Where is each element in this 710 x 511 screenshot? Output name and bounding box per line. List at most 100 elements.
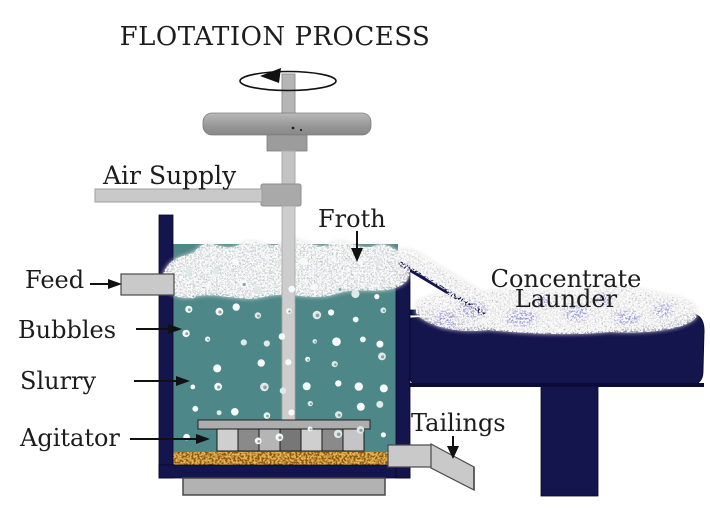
bubble xyxy=(335,380,342,387)
motor-hub xyxy=(266,134,308,152)
svg-text:Concentrate: Concentrate xyxy=(491,265,642,293)
bubble-core xyxy=(217,385,221,389)
label-tailings: Tailings xyxy=(411,409,506,459)
bubble xyxy=(279,387,287,395)
bubble-core xyxy=(381,355,385,359)
bubbles-group xyxy=(182,257,388,445)
svg-text:Feed: Feed xyxy=(25,266,84,294)
bubble-core xyxy=(187,308,191,312)
svg-text:Tailings: Tailings xyxy=(411,409,506,437)
bubble-core xyxy=(257,439,261,443)
froth-layer xyxy=(163,239,698,335)
bubble xyxy=(278,333,286,340)
agitator-blades xyxy=(216,428,365,452)
bubble xyxy=(277,260,282,266)
motor-bolt xyxy=(291,126,295,130)
bubble xyxy=(376,340,384,348)
bubble-core xyxy=(266,414,269,418)
bubble-core xyxy=(338,288,342,291)
shaft-mid xyxy=(281,150,296,186)
label-bubbles: Bubbles xyxy=(18,316,182,344)
bubble xyxy=(380,432,386,438)
bubble xyxy=(257,359,265,367)
bubble-core xyxy=(315,313,320,318)
bubble xyxy=(357,259,363,265)
bubble xyxy=(216,410,222,416)
bubble-core xyxy=(309,402,312,406)
label-air-supply: Air Supply xyxy=(102,161,237,190)
bubble xyxy=(232,258,239,266)
tank-bottom-wall xyxy=(158,464,411,479)
shaft-top xyxy=(281,73,296,116)
label-concentrate-launder: Concentrate Launder xyxy=(491,265,642,313)
bubble xyxy=(288,285,296,293)
svg-text:Slurry: Slurry xyxy=(20,367,97,395)
svg-text:Air Supply: Air Supply xyxy=(102,161,237,190)
bubble xyxy=(356,402,365,411)
bubble xyxy=(213,364,222,373)
bubble-core xyxy=(192,295,195,298)
agitator xyxy=(197,205,371,452)
bubble xyxy=(263,340,270,347)
bubble xyxy=(351,289,360,299)
bubble-core xyxy=(242,282,246,287)
bubble xyxy=(360,336,366,343)
label-slurry: Slurry xyxy=(20,367,190,395)
motor-assembly xyxy=(94,68,372,207)
air-coupling xyxy=(260,183,302,207)
bubble xyxy=(212,267,219,275)
bubble xyxy=(185,267,193,275)
bubble-core xyxy=(257,314,260,318)
bubble-core xyxy=(334,363,337,366)
feed-pipe xyxy=(120,273,175,296)
bubble xyxy=(354,382,363,391)
svg-text:Launder: Launder xyxy=(515,285,618,313)
bubble-core xyxy=(307,358,310,361)
launder-bottom-edge xyxy=(408,383,704,387)
air-supply-pipe xyxy=(94,188,263,203)
bubble xyxy=(328,309,335,316)
bubble-core xyxy=(288,310,291,313)
svg-text:Bubbles: Bubbles xyxy=(18,316,116,344)
bubble xyxy=(374,294,380,300)
bubble-core xyxy=(278,436,282,440)
bubble xyxy=(288,409,295,416)
motor-bar xyxy=(202,112,372,136)
bubble xyxy=(190,384,196,390)
rotation-arrow-icon xyxy=(239,68,337,92)
svg-text:Agitator: Agitator xyxy=(19,424,120,452)
label-froth: Froth xyxy=(318,205,386,262)
bubble-core xyxy=(314,340,317,343)
agitator-top-bar xyxy=(197,419,371,430)
label-feed: Feed xyxy=(25,266,122,294)
motor-bolt xyxy=(299,128,303,132)
bubble xyxy=(285,359,292,366)
bubble xyxy=(332,337,341,347)
sediment-layer xyxy=(172,452,398,465)
bubble xyxy=(302,382,311,391)
bubble-core xyxy=(337,413,341,417)
bubble xyxy=(240,339,247,346)
bubble-core xyxy=(359,428,363,432)
bubble xyxy=(310,284,317,291)
bubble xyxy=(206,282,212,287)
bubble xyxy=(231,408,239,416)
bubble-core xyxy=(336,432,341,437)
bubble xyxy=(375,260,381,266)
bubble-core xyxy=(185,332,189,336)
bubble xyxy=(253,286,262,295)
launder-pedestal xyxy=(540,385,599,497)
bubble-core xyxy=(218,310,222,314)
bubble xyxy=(331,257,336,262)
tailings-pipe xyxy=(387,442,475,491)
bubble xyxy=(379,384,388,393)
bubble xyxy=(376,400,384,408)
svg-text:Froth: Froth xyxy=(318,205,386,233)
bubble xyxy=(192,405,199,412)
bubble-core xyxy=(309,428,312,431)
bubble-core xyxy=(263,385,267,390)
diagram-title: FLOTATION PROCESS xyxy=(120,22,431,52)
bubble xyxy=(232,303,240,311)
